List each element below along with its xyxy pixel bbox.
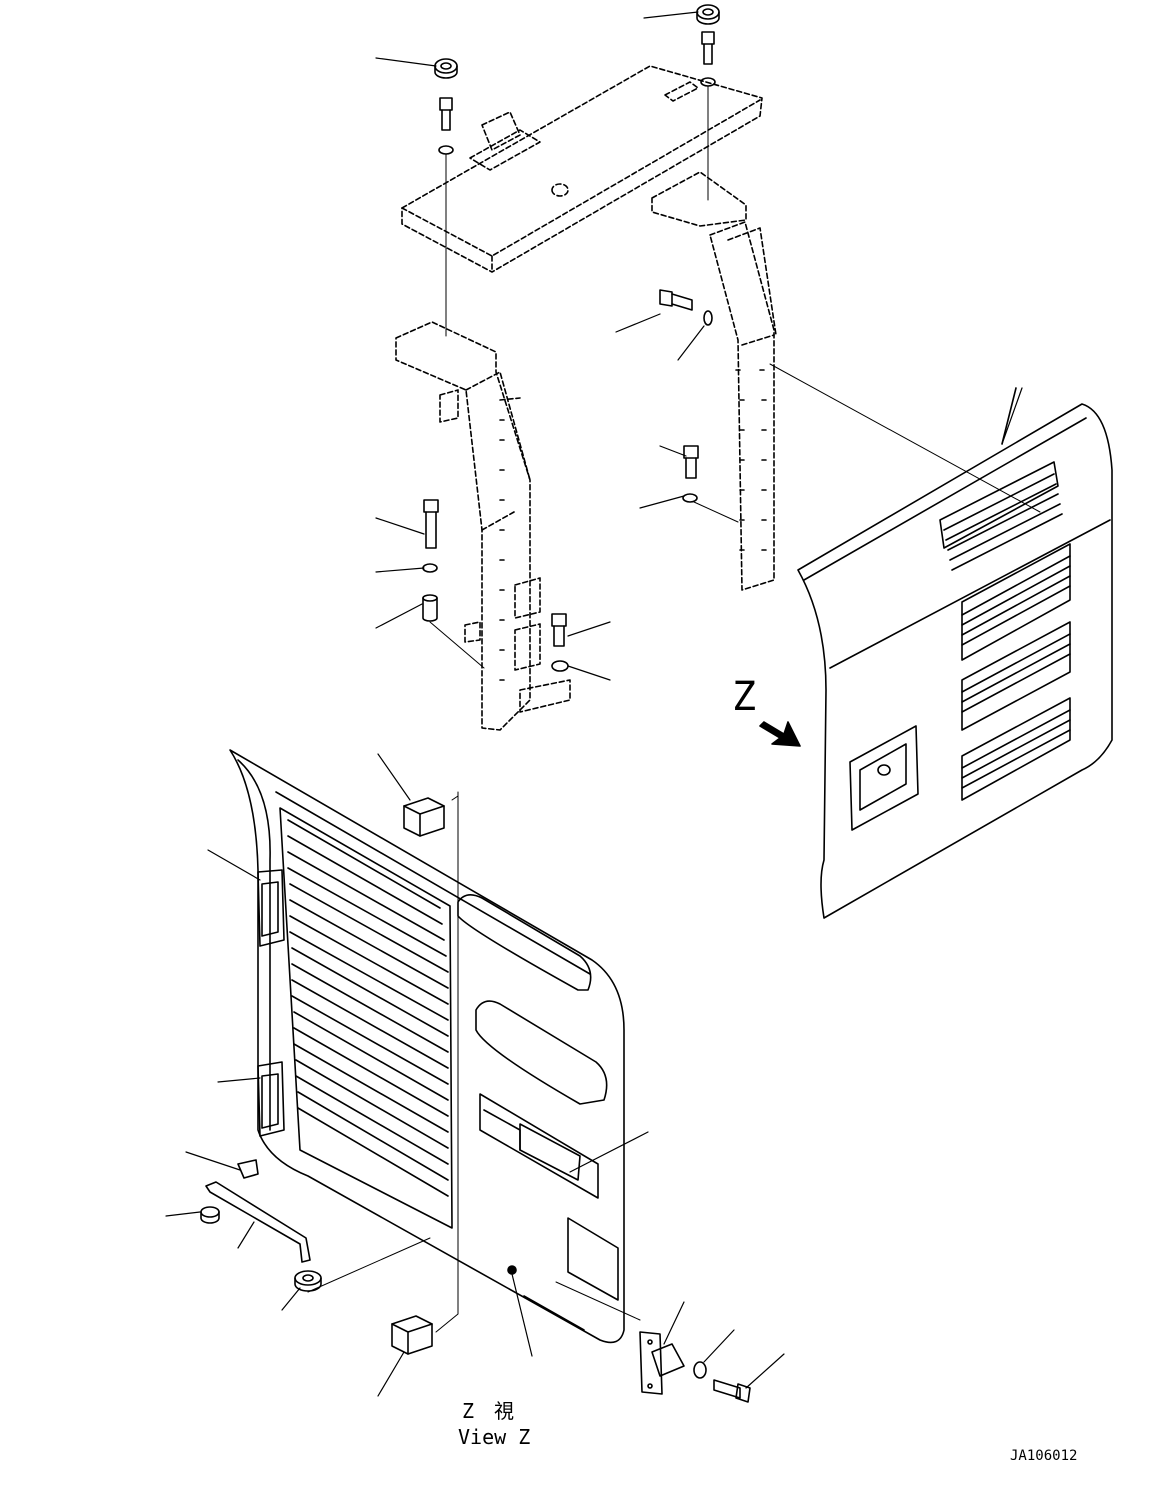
hinge-top [257,869,285,947]
striker-bracket [639,1331,685,1395]
foam-block-bottom [391,1315,433,1355]
rod-nut [200,1206,220,1224]
striker-bolt [713,1379,751,1403]
rubber-stopper [237,1159,259,1179]
top-nut-right [696,4,720,25]
view-arrow-letter: Z [732,674,756,720]
left-post [395,321,571,731]
view-title-bottom: View Z [458,1425,530,1449]
hinge-bottom [257,1061,285,1137]
view-z-arrow-icon [759,721,801,747]
cross-plate [401,65,763,273]
view-title-top: Z 視 [462,1399,514,1423]
leader-lines [165,11,1023,1397]
drawing-code: JA106012 [1010,1448,1077,1464]
door-handle-outer [849,725,919,831]
post-bolt-left [422,499,439,573]
right-post [709,221,777,591]
striker-washer [693,1361,707,1379]
latch-recess [479,1093,599,1199]
spacer [422,594,438,622]
door-panel-outer [797,387,1113,919]
top-nut-left [434,58,458,79]
post-bolt-right [682,445,699,503]
latch-bolt [551,613,569,672]
stay-rod [205,1181,311,1263]
grommet [294,1270,322,1292]
door-panel-inner [229,749,625,1344]
foam-block-top [403,797,445,837]
center-lines [307,85,1041,1333]
side-bolt [659,289,713,326]
top-bolt-right [700,31,716,87]
top-bolt-left [438,97,454,155]
